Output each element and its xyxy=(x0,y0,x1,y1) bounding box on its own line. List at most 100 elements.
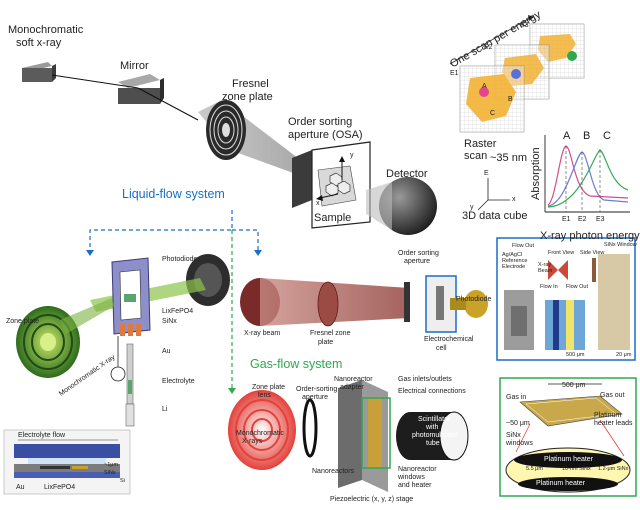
fzp-label-1: Fresnel xyxy=(232,78,269,90)
spectrum-xlabel: X-ray photon energy xyxy=(540,230,640,242)
region-a-label: A xyxy=(482,83,487,90)
sample-axis-x: x xyxy=(316,200,320,207)
data-cube-axes xyxy=(477,178,510,211)
peak-a-label: A xyxy=(563,130,571,142)
liquid-au2-label: Au xyxy=(16,484,25,491)
cube-axis-x: x xyxy=(512,196,516,203)
tick-e3: E3 xyxy=(596,216,605,223)
gas-mono-label-2: X-rays xyxy=(242,438,263,445)
source-box xyxy=(22,62,56,82)
osa-aperture xyxy=(292,150,312,208)
sample-axis-y: y xyxy=(350,152,354,159)
fc-inset-ref-1: Ag/AgCl xyxy=(502,252,523,258)
fc-inset-xray-1: X-ray xyxy=(538,262,552,268)
peak-c-label: C xyxy=(603,130,611,142)
arrowhead-liquid-left xyxy=(86,250,94,256)
detector-label: Detector xyxy=(386,168,428,180)
liquid-sin2-label: SiNx xyxy=(104,470,116,476)
tick-e1: E1 xyxy=(562,216,571,223)
gas-osa-label-1: Order-sorting xyxy=(296,386,338,393)
fc-cell-label-2: cell xyxy=(436,345,447,352)
fc-inset-window: SiNx Window xyxy=(604,242,637,248)
liquid-cross-section xyxy=(3,429,131,495)
gas-io-label: Gas inlets/outlets xyxy=(398,376,452,383)
gas-osa-label-2: aperture xyxy=(302,394,329,401)
pixel-size-label: ~35 nm xyxy=(490,152,527,164)
source-label-1: Monochromatic xyxy=(8,24,84,36)
peak-b-label: B xyxy=(583,130,591,142)
flowcell-inset-box xyxy=(496,237,636,361)
spectrum-ylabel: Absorption xyxy=(530,147,542,200)
mirror-label: Mirror xyxy=(120,60,149,72)
liquid-lfp2-label: LixFePO4 xyxy=(44,484,76,491)
raster-label-1: Raster xyxy=(464,138,497,150)
osa-label-1: Order sorting xyxy=(288,116,353,128)
liquid-flow-label: Electrolyte flow xyxy=(18,432,66,439)
arrowhead-gas xyxy=(228,388,236,394)
gi-pt-leads-label-2: heater leads xyxy=(594,420,633,427)
liquid-si-label: Si xyxy=(120,478,125,484)
fc-inset-xray-2: Beam xyxy=(538,268,553,274)
energy-stack xyxy=(449,15,585,133)
gas-adapter-label-1: Nanoreactor xyxy=(334,376,373,383)
fc-inset-ref-2: Reference xyxy=(502,258,528,264)
fc-fzp-label-2: plate xyxy=(318,339,334,346)
liquid-sin-label: SiNx xyxy=(162,318,177,325)
fc-inset-front: Front View xyxy=(548,250,575,256)
gas-scint-label-4: tube xyxy=(426,440,440,447)
gas-flow-title: Gas-flow system xyxy=(250,357,343,371)
sample-frame xyxy=(311,141,371,229)
gi-sin-win-label-2: windows xyxy=(506,440,533,447)
fc-inset-scale-2: 20 μm xyxy=(616,352,632,358)
fc-cell-label-1: Electrochemical xyxy=(424,336,474,343)
fc-fzp-label-1: Fresnel zone xyxy=(310,330,351,337)
gas-zp-label-1: Zone plate xyxy=(252,384,286,391)
liquid-cell-assembly xyxy=(90,254,230,427)
region-b-label: B xyxy=(508,96,513,103)
fc-photodiode-label: Photodiode xyxy=(456,296,492,303)
region-c-label: C xyxy=(490,110,496,117)
gas-scint-label-3: photomultiplier xyxy=(412,432,458,439)
gas-scint-label-1: Scintillator xyxy=(418,416,451,423)
osa-label-2: aperture (OSA) xyxy=(288,129,363,141)
detector-sphere xyxy=(379,177,437,235)
gas-elec-label: Electrical connections xyxy=(398,388,466,395)
energy-e1-label: E1 xyxy=(450,70,459,77)
data-cube-label: 3D data cube xyxy=(462,210,528,222)
fc-osa-label-1: Order sorting xyxy=(398,250,439,257)
gi-heater-top-label: Platinum heater xyxy=(544,456,594,463)
gi-um50-label: ~50 μm xyxy=(506,420,530,427)
raster-label-2: scan xyxy=(464,150,488,162)
liquid-flow-title: Liquid-flow system xyxy=(122,187,225,201)
source-label-2: soft x-ray xyxy=(16,37,62,49)
flowcell-beamline xyxy=(240,275,488,333)
gi-sin-win-label-1: SiNx xyxy=(506,432,521,439)
gi-sin12-label: 1.2-μm SiNx xyxy=(598,466,629,472)
gas-adapter-label-2: adapter xyxy=(340,384,364,391)
gi-gas-in-label: Gas in xyxy=(506,394,527,401)
liquid-lfp-label: LixFePO4 xyxy=(162,308,194,315)
incident-ray xyxy=(51,74,139,89)
gas-inset-box xyxy=(499,377,637,497)
fc-xray-beam-label: X-ray beam xyxy=(244,330,281,337)
tick-e2: E2 xyxy=(578,216,587,223)
liquid-photodiode-label: Photodiode xyxy=(162,256,198,263)
gi-gas-out-label: Gas out xyxy=(600,392,625,399)
connector-arrows xyxy=(89,210,259,390)
liquid-zone-plate xyxy=(16,298,114,378)
cube-axis-e: E xyxy=(484,170,489,177)
fc-inset-flowout: Flow Out xyxy=(512,243,535,249)
gas-stage-label: Piezoelectric (x, y, z) stage xyxy=(330,496,414,503)
liquid-um-label: ~1μm xyxy=(104,462,119,468)
fresnel-zone-plate xyxy=(206,100,246,160)
fc-inset-flowout-2: Flow Out xyxy=(566,284,589,290)
liquid-electrolyte-label: Electrolyte xyxy=(162,378,195,385)
gas-nanowin-label-3: and heater xyxy=(398,482,432,489)
gi-scale-label: 500 μm xyxy=(562,382,586,389)
gas-nanowin-label-2: windows xyxy=(398,474,425,481)
sample-label: Sample xyxy=(314,212,352,224)
mirror-block xyxy=(118,74,164,104)
gi-gap-label: 5.5 μm xyxy=(526,466,543,472)
energy-e3-label: E3 xyxy=(520,22,529,29)
